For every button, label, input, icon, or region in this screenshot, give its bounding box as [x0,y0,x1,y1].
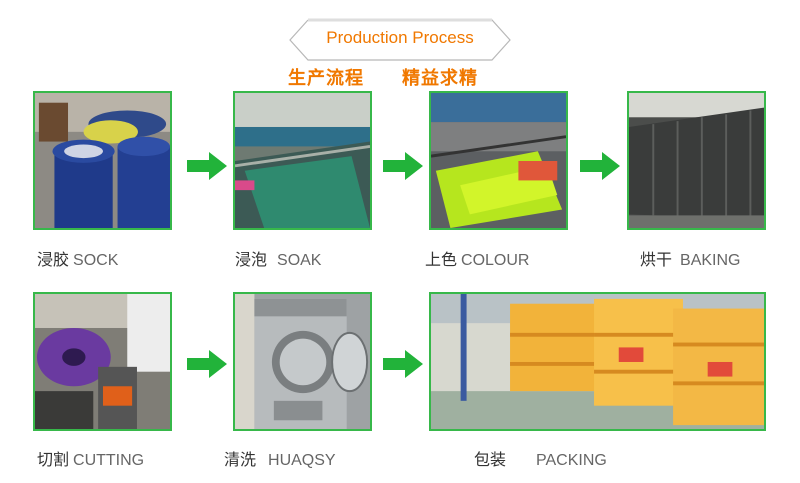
right-arrow-icon [187,152,227,180]
right-arrow-icon [383,350,423,378]
photo-soak [233,91,372,230]
subtitle-left: 生产流程 [288,68,364,89]
photo-washing [233,292,372,431]
right-arrow-icon [187,350,227,378]
hexagon-banner-icon [289,18,511,61]
header-banner: Production Process [286,14,514,66]
right-arrow-icon [383,152,423,180]
photo-sock [33,91,172,230]
subtitle-right: 精益求精 [402,68,478,89]
photo-packing [429,292,766,431]
photo-cutting [33,292,172,431]
photo-colour [429,91,568,230]
photo-baking [627,91,766,230]
right-arrow-icon [580,152,620,180]
page-title: Production Process [326,28,474,47]
